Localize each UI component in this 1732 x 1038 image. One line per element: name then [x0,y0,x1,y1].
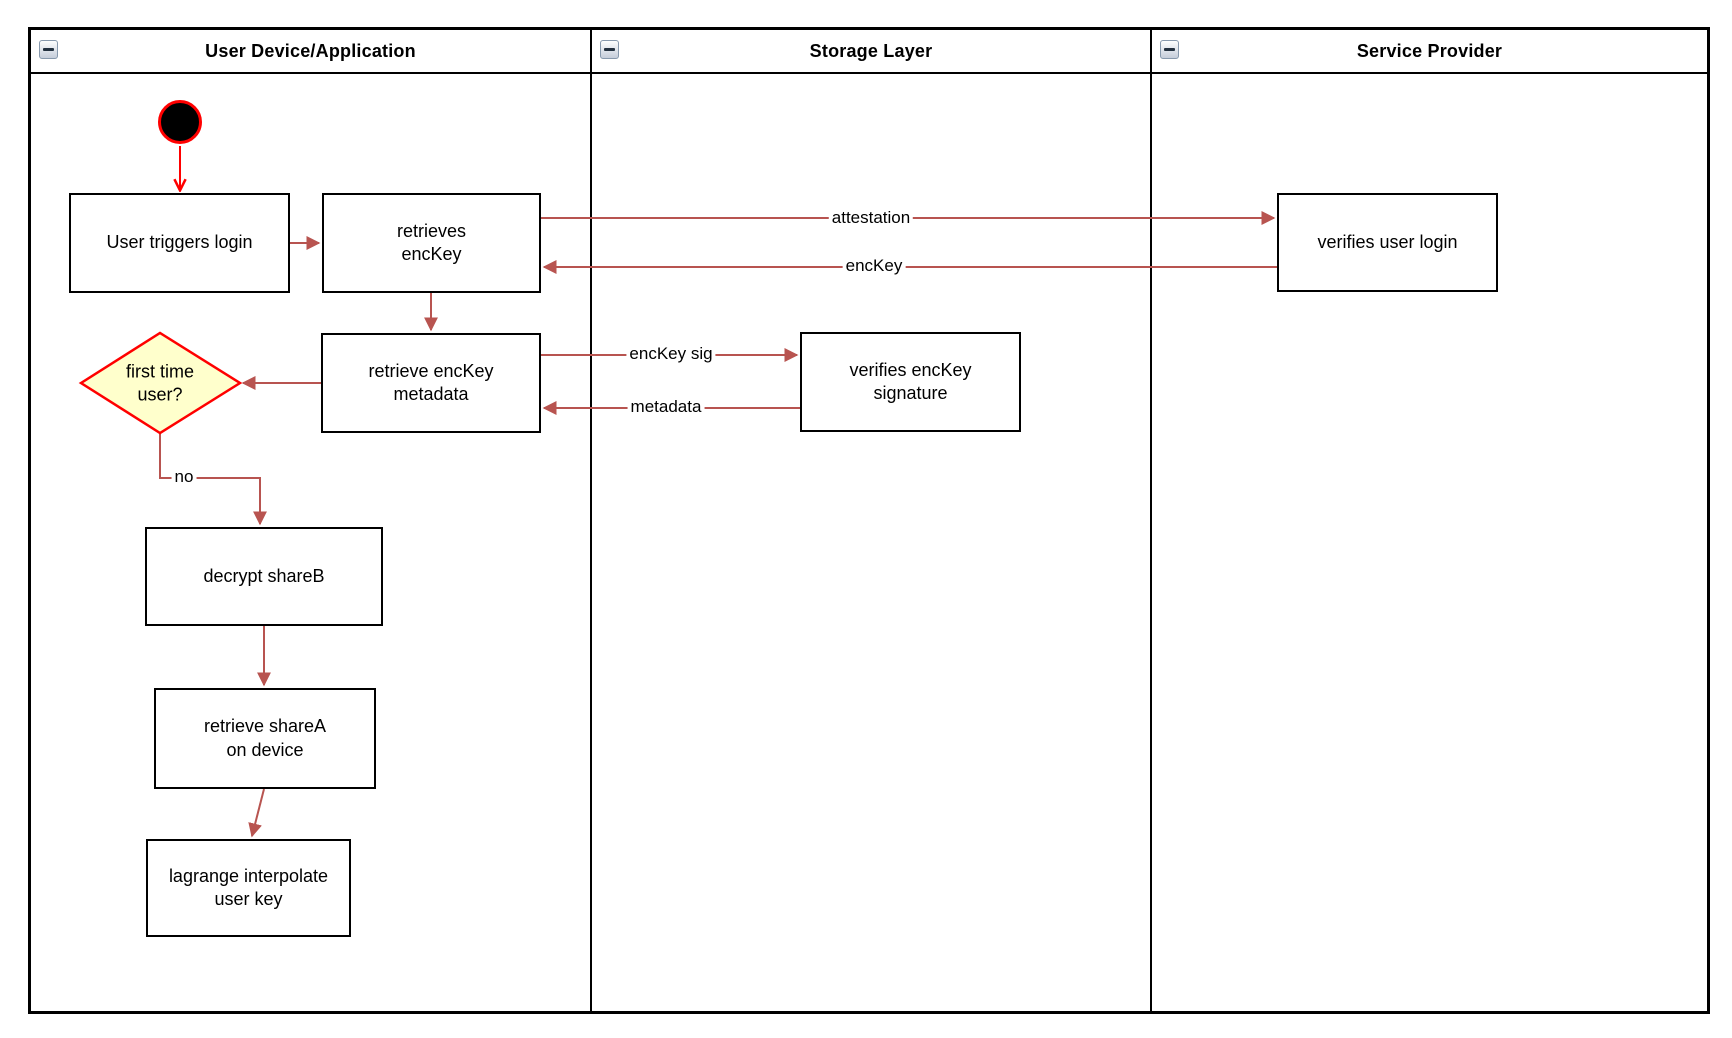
activity-retrieve-enckey-metadata[interactable]: retrieve encKey metadata [321,333,541,433]
header-divider-line [31,72,1707,74]
activity-retrieve-sharea-on-device[interactable]: retrieve shareA on device [154,688,376,789]
activity-lagrange-interpolate-user-key[interactable]: lagrange interpolate user key [146,839,351,937]
activity-decrypt-shareb[interactable]: decrypt shareB [145,527,383,626]
activity-retrieves-enckey[interactable]: retrieves encKey [322,193,541,293]
activity-label: verifies encKey signature [849,359,972,403]
activity-user-triggers-login[interactable]: User triggers login [69,193,290,293]
activity-label: verifies user login [1317,231,1458,252]
minus-icon [1164,48,1175,51]
start-node[interactable] [158,100,202,144]
edge-label-enckey-sig: encKey sig [626,344,716,364]
lane-divider-2 [1150,30,1152,1011]
activity-verifies-enckey-signature[interactable]: verifies encKey signature [800,332,1021,432]
activity-label: decrypt shareB [203,565,325,586]
lane-divider-1 [590,30,592,1011]
decision-label: first time user? [125,361,195,405]
edge-label-no: no [171,467,197,487]
lane-header-service-provider: Service Provider [1152,30,1707,72]
activity-label: retrieve shareA on device [203,716,327,760]
activity-label: retrieves encKey [396,220,467,264]
minus-icon [43,48,54,51]
edge-label-attestation: attestation [828,208,914,228]
collapse-lane-button[interactable] [39,40,58,59]
minus-icon [604,48,615,51]
collapse-lane-button[interactable] [600,40,619,59]
edge-label-metadata: metadata [627,397,705,417]
lane-header-user-device: User Device/Application [31,30,590,72]
decision-first-time-user[interactable] [78,331,243,435]
lane-title: User Device/Application [205,40,416,61]
activity-verifies-user-login[interactable]: verifies user login [1277,193,1498,292]
edge-label-enckey: encKey [842,256,906,276]
collapse-lane-button[interactable] [1160,40,1179,59]
activity-label: User triggers login [106,232,253,253]
lane-header-storage-layer: Storage Layer [592,30,1150,72]
lane-title: Service Provider [1356,40,1503,61]
activity-label: lagrange interpolate user key [168,865,329,909]
activity-label: retrieve encKey metadata [368,360,494,404]
lane-title: Storage Layer [809,40,933,61]
